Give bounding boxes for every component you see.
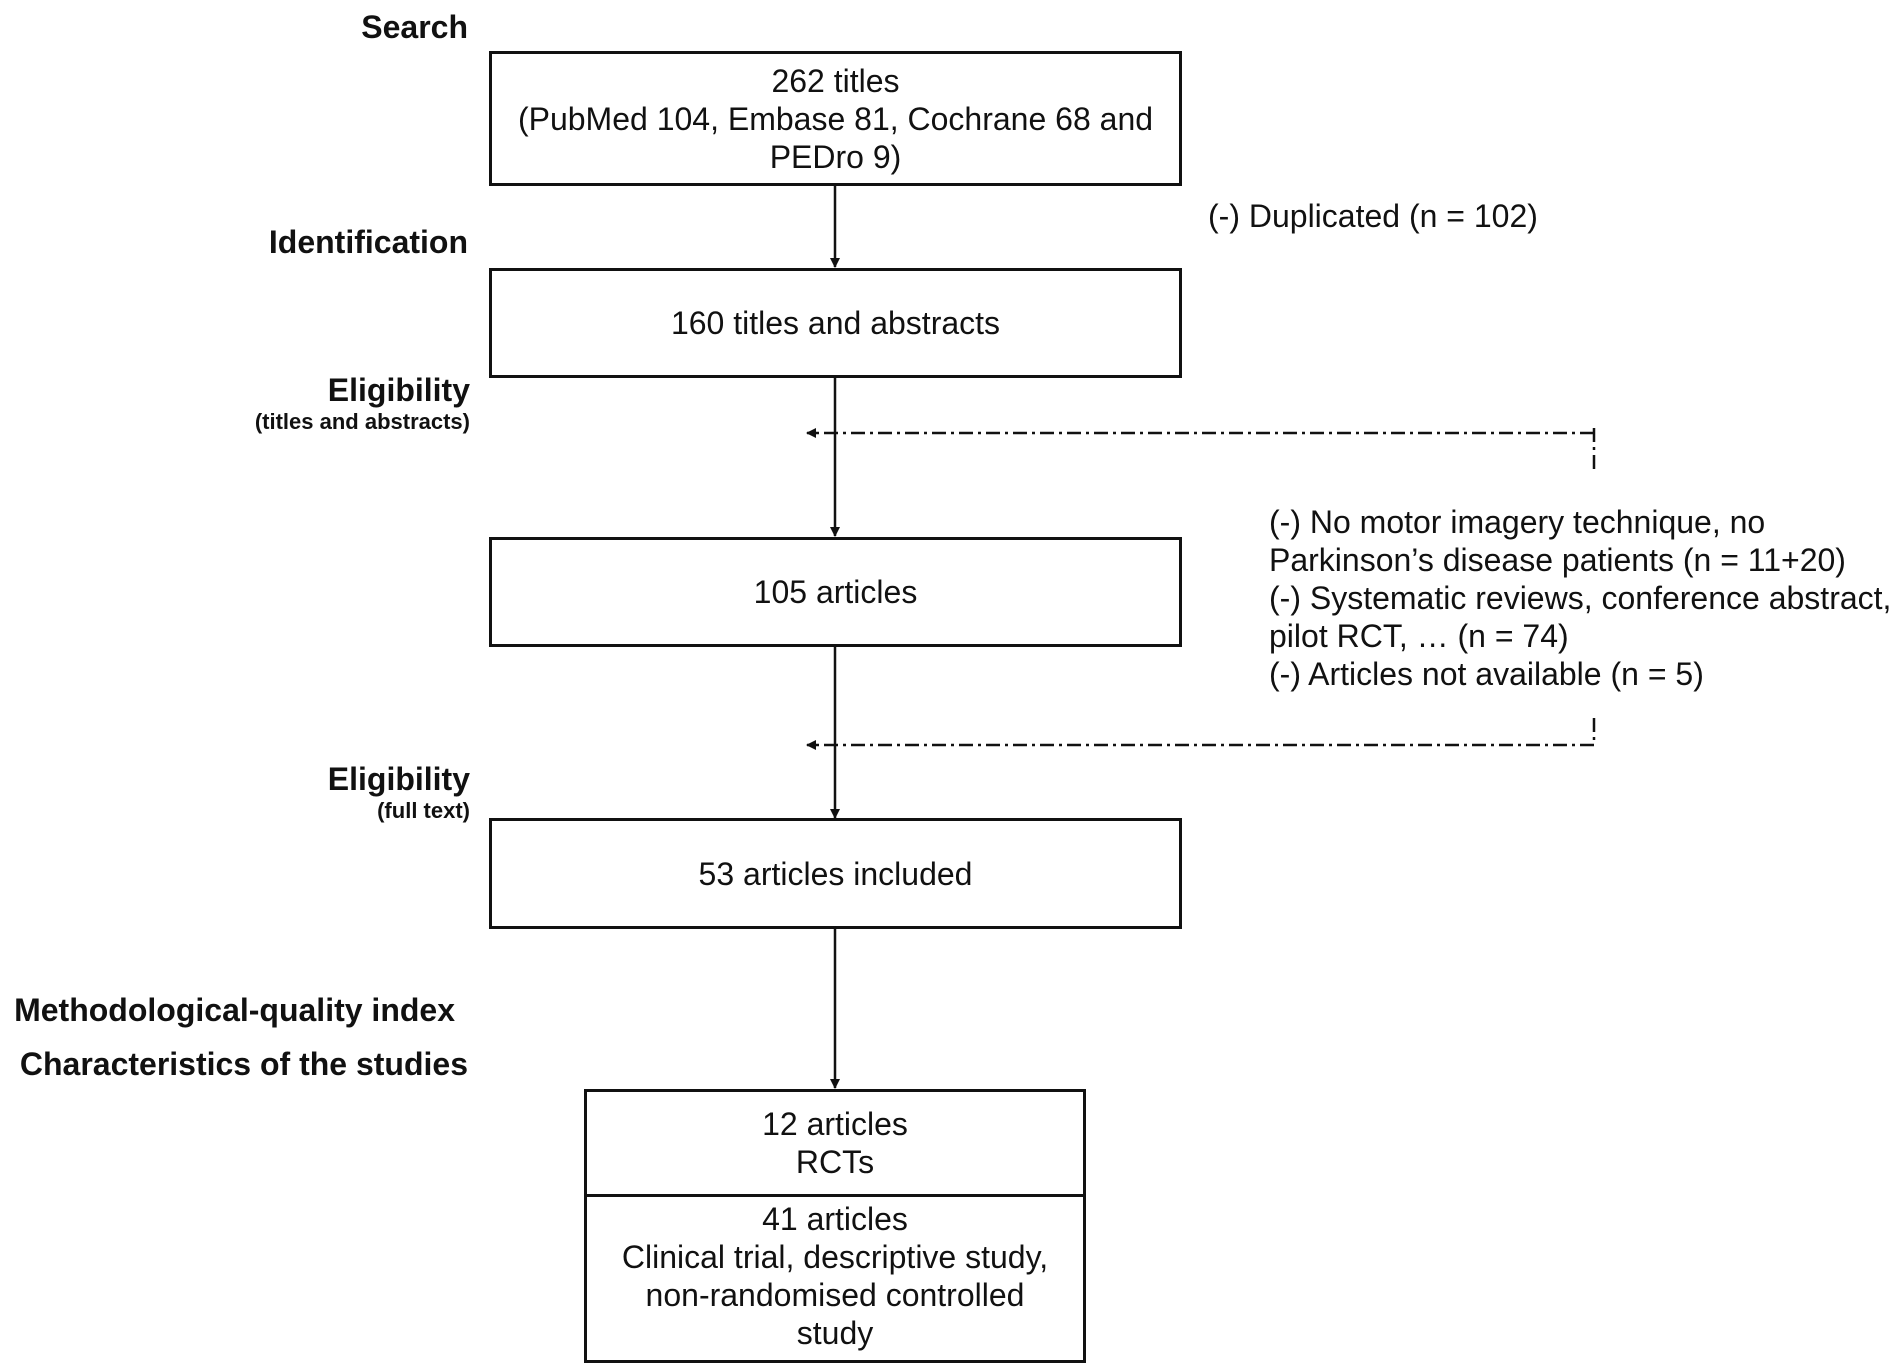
rcts-line-2: RCTs bbox=[795, 1144, 875, 1180]
exclusion-reasons: (-) No motor imagery technique, no Parki… bbox=[1269, 503, 1891, 693]
stage-characteristics-text: Characteristics of the studies bbox=[19, 1046, 468, 1082]
box-articles: 105 articles bbox=[489, 537, 1182, 647]
search-box-line-2: (PubMed 104, Embase 81, Cochrane 68 and bbox=[517, 100, 1154, 137]
stage-label-characteristics: Characteristics of the studies bbox=[20, 1045, 468, 1083]
box-articles-included: 53 articles included bbox=[489, 818, 1182, 929]
exclusion-line-3: (-) Systematic reviews, conference abstr… bbox=[1269, 580, 1892, 616]
search-box-line-3: PEDro 9) bbox=[769, 138, 902, 175]
box-study-types: 12 articles RCTs 41 articles Clinical tr… bbox=[584, 1089, 1086, 1363]
search-box-line-1: 262 titles bbox=[771, 62, 900, 99]
other-line-3: non-randomised controlled bbox=[645, 1277, 1025, 1313]
box-other-studies: 41 articles Clinical trial, descriptive … bbox=[587, 1197, 1083, 1360]
stage-quality-text: Methodological-quality index bbox=[14, 992, 455, 1028]
stage-identification-text: Identification bbox=[268, 224, 468, 260]
stage-label-eligibility-titles: Eligibility (titles and abstracts) bbox=[255, 371, 470, 435]
box-titles-abstracts: 160 titles and abstracts bbox=[489, 268, 1182, 378]
articles-box-text: 105 articles bbox=[753, 574, 918, 610]
stage-label-search: Search bbox=[361, 8, 468, 46]
stage-label-quality: Methodological-quality index bbox=[14, 991, 455, 1029]
box-search-results: 262 titles (PubMed 104, Embase 81, Cochr… bbox=[489, 51, 1182, 186]
stage-eligibility-ft-subtitle: (full text) bbox=[377, 798, 470, 823]
other-line-1: 41 articles bbox=[762, 1201, 908, 1237]
exclusion-line-1: (-) No motor imagery technique, no bbox=[1269, 504, 1766, 540]
exclusion-line-2: Parkinson’s disease patients (n = 11+20) bbox=[1269, 542, 1846, 578]
included-box-text: 53 articles included bbox=[698, 855, 973, 892]
stage-eligibility-ta-subtitle: (titles and abstracts) bbox=[254, 409, 470, 434]
duplicated-text: (-) Duplicated (n = 102) bbox=[1208, 198, 1538, 234]
stage-label-eligibility-full: Eligibility (full text) bbox=[328, 760, 470, 824]
exclusion-line-5: (-) Articles not available (n = 5) bbox=[1269, 656, 1704, 692]
stage-label-identification: Identification bbox=[269, 223, 468, 261]
stage-search-text: Search bbox=[361, 9, 468, 45]
other-line-4: study bbox=[796, 1315, 874, 1351]
stage-eligibility-ft-text: Eligibility bbox=[327, 761, 470, 797]
screening-box-text: 160 titles and abstracts bbox=[670, 305, 1001, 341]
exclusion-line-4: pilot RCT, … (n = 74) bbox=[1269, 618, 1569, 654]
exclusion-duplicated: (-) Duplicated (n = 102) bbox=[1208, 197, 1538, 235]
stage-eligibility-ta-text: Eligibility bbox=[327, 372, 470, 408]
box-rcts: 12 articles RCTs bbox=[587, 1092, 1083, 1197]
other-line-2: Clinical trial, descriptive study, bbox=[621, 1239, 1049, 1275]
rcts-line-1: 12 articles bbox=[762, 1106, 908, 1142]
